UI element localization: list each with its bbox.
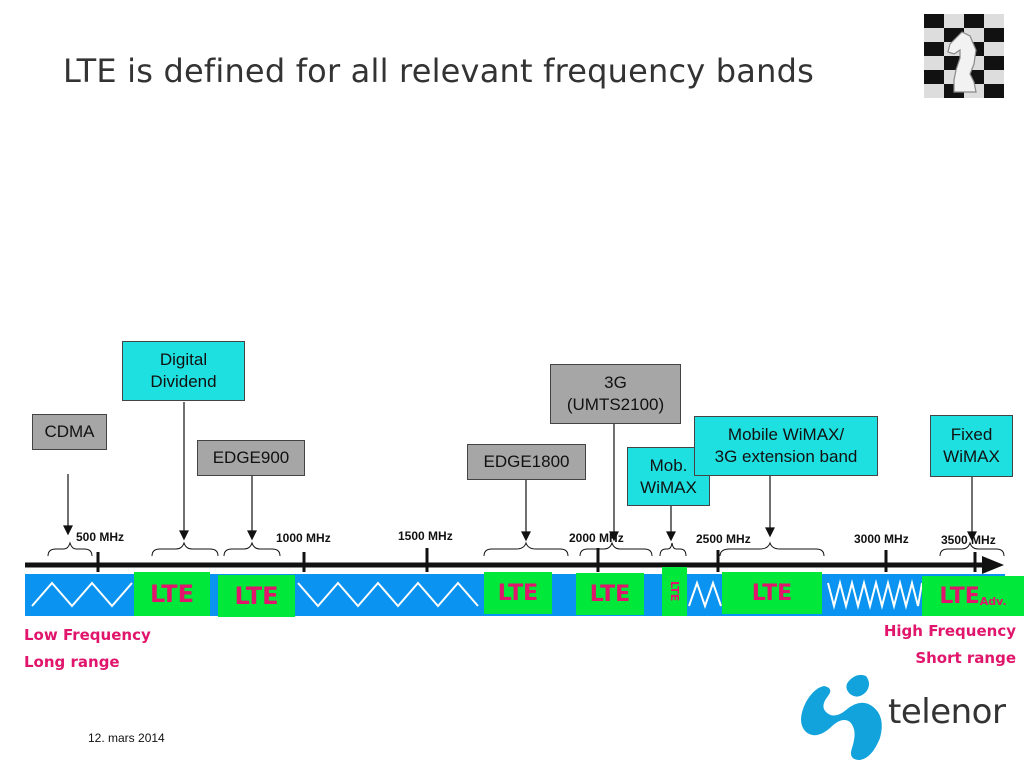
telenor-wordmark: telenor xyxy=(888,692,1006,732)
digital-dividend-line1: Digital xyxy=(159,350,208,369)
freq-label-3000: 3000 MHz xyxy=(854,532,909,546)
digital-dividend-line2: Dividend xyxy=(150,372,217,391)
digital-dividend-box: Digital Dividend xyxy=(122,341,245,401)
mob-wimax-line2: WiMAX xyxy=(640,477,697,497)
lte-block-2600: LTE xyxy=(722,572,822,614)
freq-label-1500: 1500 MHz xyxy=(398,529,453,543)
short-range-label: Short range xyxy=(915,649,1016,667)
wave-low xyxy=(31,581,133,608)
lte-block-900: LTE xyxy=(218,575,295,617)
wave-mid-high xyxy=(688,579,722,610)
cdma-label: CDMA xyxy=(44,422,95,441)
wave-high xyxy=(827,579,923,610)
pointer-arrows xyxy=(63,402,977,542)
low-frequency-label: Low Frequency xyxy=(24,626,151,644)
chess-knight-image xyxy=(924,14,1004,98)
cdma-box: CDMA xyxy=(32,414,107,450)
edge1800-box: EDGE1800 xyxy=(467,444,586,480)
lte-adv-suffix: Adv. xyxy=(979,595,1007,608)
mobile-wimax-line1: Mobile WiMAX/ xyxy=(727,425,845,444)
freq-label-1000: 1000 MHz xyxy=(276,531,331,545)
mob-wimax-box: Mob. WiMAX xyxy=(627,447,710,506)
fixed-wimax-line1: Fixed xyxy=(950,425,993,444)
date-footer: 12. mars 2014 xyxy=(88,731,165,745)
umts-line1: 3G xyxy=(604,373,627,392)
fixed-wimax-line2: WiMAX xyxy=(943,447,1000,466)
lte-block-1800: LTE xyxy=(484,572,552,614)
wave-mid xyxy=(297,581,479,608)
lte-block-vertical: LTE xyxy=(662,567,687,616)
lte-block-700: LTE xyxy=(134,572,210,616)
mob-wimax-line1: Mob. xyxy=(649,455,688,475)
edge900-label: EDGE900 xyxy=(212,448,290,467)
lte-block-2100: LTE xyxy=(576,573,644,615)
fixed-wimax-box: Fixed WiMAX xyxy=(930,415,1013,477)
mobile-wimax-box: Mobile WiMAX/ 3G extension band xyxy=(694,416,878,476)
telenor-logo-icon xyxy=(801,674,882,760)
edge900-box: EDGE900 xyxy=(197,440,305,476)
axis-ticks xyxy=(96,548,977,572)
axis-arrow-icon xyxy=(982,556,1004,574)
umts-line2: (UMTS2100) xyxy=(566,395,665,414)
lte-vertical-text: LTE xyxy=(668,581,681,602)
mobile-wimax-line2: 3G extension band xyxy=(714,447,858,466)
freq-label-3500: 3500 MHz xyxy=(941,533,996,547)
freq-label-500: 500 MHz xyxy=(76,530,125,544)
freq-label-2000: 2000 MHz xyxy=(569,531,624,545)
freq-label-2500: 2500 MHz xyxy=(696,532,751,546)
page-title: LTE is defined for all relevant frequenc… xyxy=(63,52,814,90)
band-braces xyxy=(47,541,1005,557)
edge1800-label: EDGE1800 xyxy=(483,452,570,471)
lte-adv-main: LTE xyxy=(939,583,980,609)
high-frequency-label: High Frequency xyxy=(883,622,1016,640)
long-range-label: Long range xyxy=(24,653,120,671)
umts2100-box: 3G (UMTS2100) xyxy=(550,364,681,424)
